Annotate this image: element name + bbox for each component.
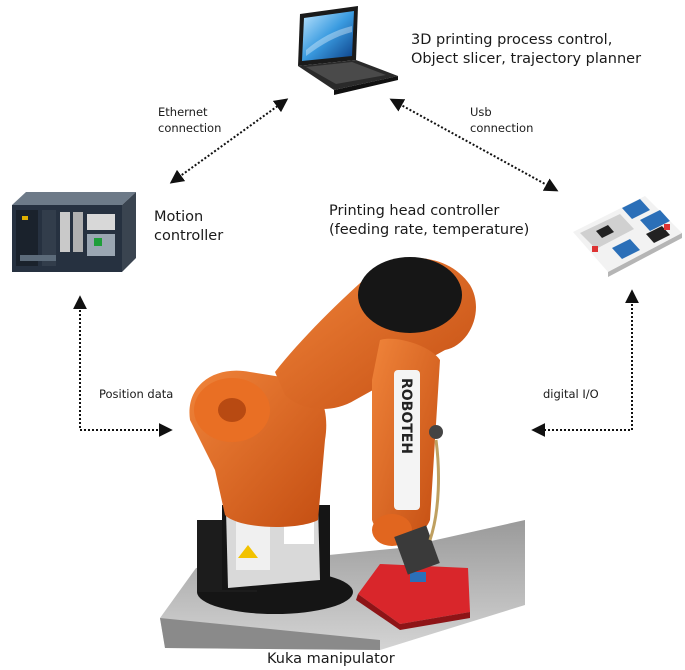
usb-label-line1: Usb: [470, 105, 492, 119]
robot-arm-text: ROBOTEH: [398, 378, 414, 454]
digital-io-label: digital I/O: [543, 387, 599, 401]
kuka-robot-image: ROBOTEH: [160, 257, 525, 650]
motion-controller-label: Motion controller: [154, 208, 223, 246]
usb-label-line2: connection: [470, 121, 534, 135]
robot-caption: Kuka manipulator: [267, 651, 395, 667]
head-label-line2: (feeding rate, temperature): [329, 222, 530, 238]
ethernet-label: Ethernet connection: [158, 104, 221, 136]
laptop-label-line1: 3D printing process control,: [411, 32, 613, 48]
laptop-image: [298, 6, 398, 95]
printing-head-label: Printing head controller (feeding rate, …: [329, 202, 529, 240]
laptop-label-line2: Object slicer, trajectory planner: [411, 51, 642, 67]
usb-arrow: [389, 98, 559, 192]
ethernet-label-line2: connection: [158, 121, 222, 135]
position-data-arrow: [73, 295, 173, 437]
laptop-label: 3D printing process control, Object slic…: [411, 31, 641, 69]
printing-head-board-image: [573, 196, 682, 277]
motion-label-line2: controller: [154, 228, 224, 244]
position-data-label: Position data: [99, 387, 174, 401]
digital-io-arrow: [531, 289, 639, 437]
motion-controller-image: [12, 192, 136, 272]
motion-label-line1: Motion: [154, 209, 204, 225]
ethernet-arrow: [169, 98, 289, 184]
usb-label: Usb connection: [470, 104, 533, 136]
ethernet-label-line1: Ethernet: [158, 105, 208, 119]
head-label-line1: Printing head controller: [329, 203, 500, 219]
